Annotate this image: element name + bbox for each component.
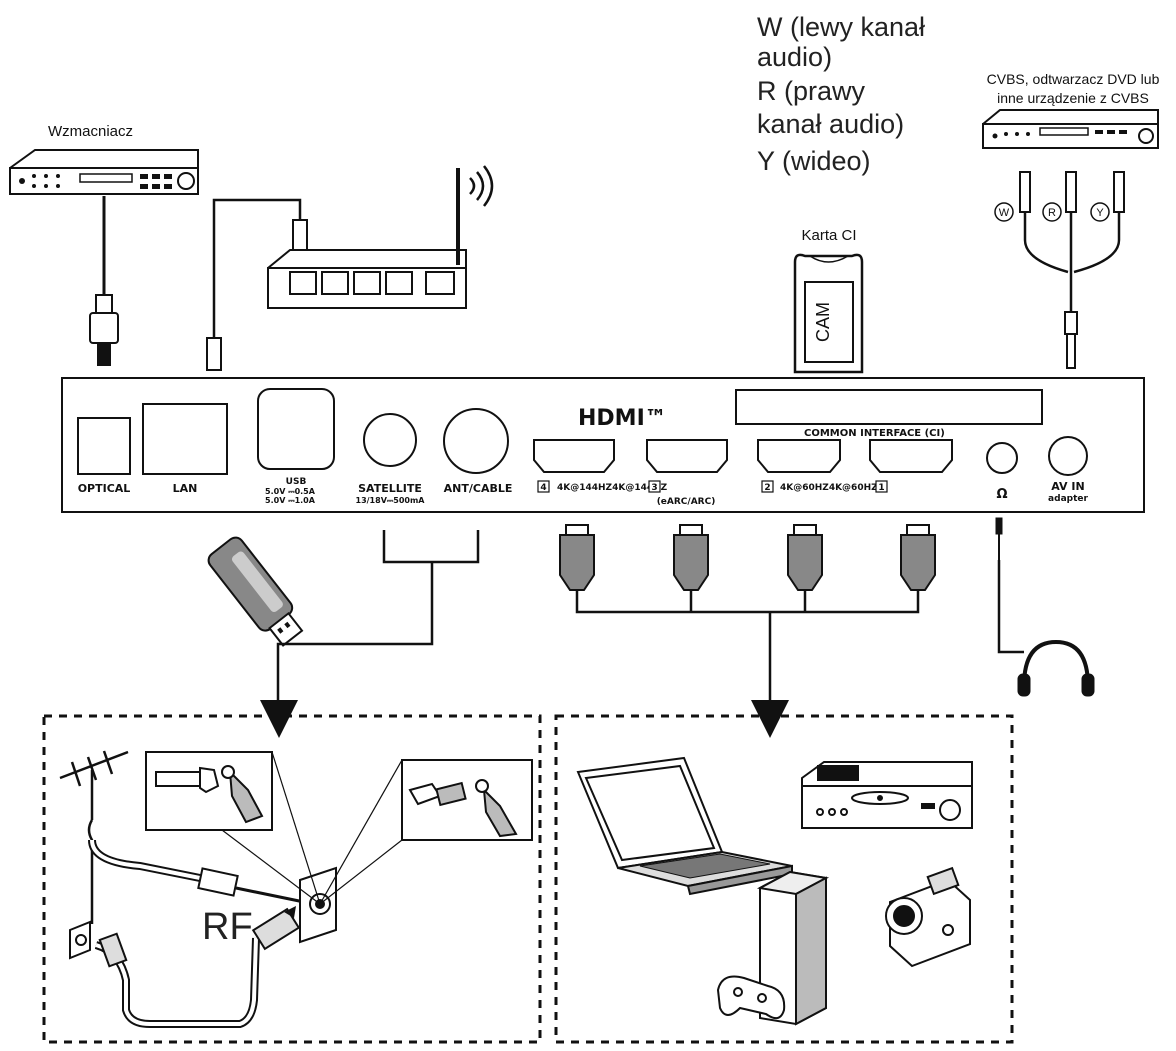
wall-socket-icon — [69, 920, 91, 960]
audio-legend-line-2: audio) — [757, 42, 832, 72]
tv-antenna-socket — [284, 866, 337, 944]
rca-r-label: R — [1048, 207, 1056, 219]
hdmi2-label: 4K@60HZ4K@60HZ — [780, 483, 878, 493]
usb-label: USB — [286, 477, 307, 487]
ci-slot[interactable] — [735, 389, 1043, 425]
cvbs-label-line-2: inne urządzenie z CVBS — [997, 90, 1149, 106]
dvd-player-small-icon — [801, 761, 973, 829]
rca-y-label: Y — [1096, 207, 1104, 219]
usb-spec-1: 5.0V ⎓0.5A — [265, 487, 316, 496]
amplifier-label: Wzmacniacz — [48, 123, 133, 140]
lan-port[interactable] — [142, 403, 228, 475]
hdmi1-number-box — [875, 480, 888, 493]
audio-legend-line-5: Y (wideo) — [757, 146, 871, 176]
hdmi2-number: 2 — [764, 483, 770, 493]
cam-label: CAM — [813, 302, 833, 342]
router-icon — [267, 165, 494, 309]
hdmi-devices-box — [554, 714, 1014, 1044]
satellite-label: SATELLITE — [358, 482, 422, 495]
hdmi4-number: 4 — [540, 483, 546, 493]
av-in-adapter-label: adapter — [1048, 494, 1088, 504]
callout-left-inset — [145, 751, 273, 831]
rca-cables-icon — [994, 171, 1125, 369]
hdmi3-port[interactable] — [646, 439, 728, 473]
ci-card-label: Karta CI — [801, 227, 856, 244]
dvd-player-icon — [982, 109, 1159, 149]
headphones-icon — [995, 517, 1095, 697]
hdmi4-port[interactable] — [533, 439, 615, 473]
antenna-coax-cable — [88, 839, 318, 910]
camcorder-icon — [885, 866, 971, 968]
av-in-label: AV IN — [1051, 480, 1084, 493]
hdmi4-number-box — [537, 480, 550, 493]
hdmi-cables-icon — [559, 524, 936, 702]
wall-coax-cable — [94, 907, 301, 1028]
common-interface-label: COMMON INTERFACE (CI) — [804, 428, 945, 439]
cvbs-label-line-1: CVBS, odtwarzacz DVD lub — [987, 71, 1160, 87]
optical-cable-icon — [89, 196, 119, 366]
headphone-port[interactable] — [986, 442, 1018, 474]
hdmi4-label: 4K@144HZ4K@144HZ — [557, 483, 668, 493]
lan-label: LAN — [173, 482, 198, 495]
antenna-icon — [59, 750, 129, 924]
audio-legend: W (lewy kanał audio) R (prawy kanał audi… — [757, 12, 925, 176]
zoom-lines — [221, 751, 403, 905]
ant-cable-port[interactable] — [443, 408, 509, 474]
lan-cable-icon — [206, 198, 308, 371]
audio-legend-line-4: kanał audio) — [757, 109, 904, 139]
av-in-port[interactable] — [1048, 436, 1088, 476]
hdmi1-port[interactable] — [869, 439, 953, 473]
game-console-icon — [716, 870, 830, 1026]
rf-arrow-down — [260, 700, 298, 738]
optical-label: OPTICAL — [78, 482, 131, 495]
hdmi1-number: 1 — [878, 483, 884, 493]
hdmi-arrow-down — [751, 700, 789, 738]
satellite-spec: 13/18V⎓500mA — [356, 496, 426, 505]
callout-right-inset — [401, 759, 533, 841]
rf-bracket-lines — [276, 530, 480, 702]
hdmi-logo: HDMI™ — [578, 406, 667, 431]
antenna-connection-box — [42, 714, 542, 1044]
satellite-port[interactable] — [363, 413, 417, 467]
usb-stick-icon — [207, 536, 304, 647]
usb-port[interactable] — [257, 388, 335, 470]
hdmi3-number: 3 — [651, 483, 657, 493]
laptop-icon — [576, 756, 793, 896]
audio-legend-line-1: W (lewy kanał — [757, 12, 925, 42]
usb-spec-2: 5.0V ⎓1.0A — [265, 496, 316, 505]
earc-label: (eARC/ARC) — [657, 497, 716, 507]
rca-w-label: W — [999, 207, 1010, 219]
hdmi3-number-box — [648, 480, 661, 493]
amplifier-device-icon — [9, 149, 199, 195]
audio-legend-line-3: R (prawy — [757, 76, 866, 106]
ant-cable-label: ANT/CABLE — [444, 482, 513, 495]
hdmi2-port[interactable] — [757, 439, 841, 473]
headphone-icon: Ω — [996, 487, 1007, 502]
optical-port[interactable] — [77, 417, 131, 475]
hdmi2-number-box — [761, 480, 774, 493]
ci-card-icon — [793, 253, 864, 374]
rf-label: RF — [202, 906, 253, 948]
